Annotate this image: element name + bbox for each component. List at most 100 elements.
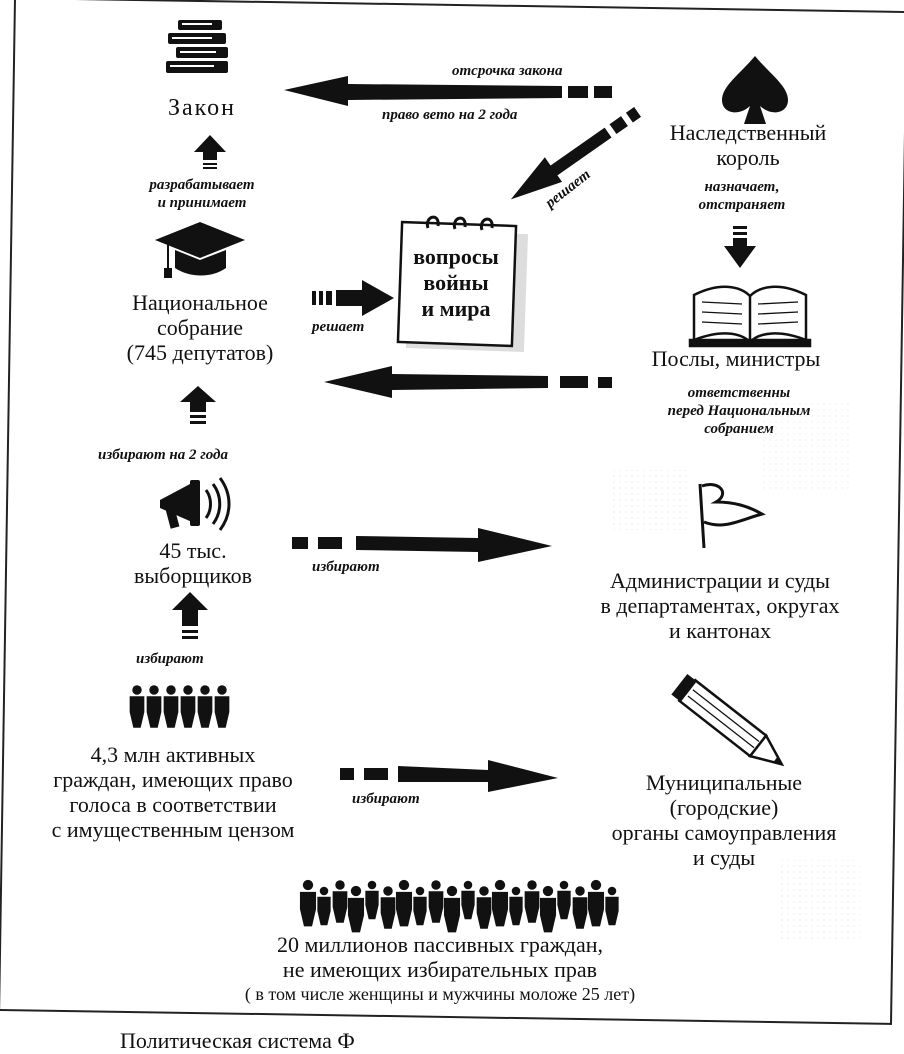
- edge-label-responsible-line: собранием: [704, 421, 774, 437]
- person-figure: [479, 886, 489, 896]
- person-figure: [132, 685, 142, 695]
- node-administrations-line: в департаментах, округах: [600, 593, 840, 618]
- node-passive-citizens: 20 миллионов пассивных граждан, не имеющ…: [170, 932, 710, 1007]
- node-war-peace-line: и мира: [421, 296, 491, 321]
- person-figure: [347, 897, 365, 933]
- edge-label-elect-admin: избирают: [312, 559, 380, 575]
- edge-label-veto: право вето на 2 года: [382, 107, 518, 123]
- diagram-caption: Политическая система Ф: [120, 1028, 355, 1053]
- edge-label-elect-2y: избирают на 2 года: [98, 447, 228, 463]
- books-icon: [166, 20, 228, 73]
- person-figure: [149, 685, 159, 695]
- arrow-assembly-to-law: [194, 135, 226, 169]
- person-figure: [183, 685, 193, 695]
- person-figure: [446, 885, 458, 897]
- person-figure: [163, 696, 179, 728]
- crowd-icon: [299, 879, 619, 933]
- person-figure: [428, 891, 444, 923]
- person-figure: [539, 897, 557, 933]
- edge-label-develops: разрабатывает и принимает: [112, 176, 292, 212]
- node-active-citizens-line: голоса в соответствии: [69, 792, 277, 817]
- arrow-citizens-to-electors: [172, 592, 208, 639]
- person-figure: [557, 890, 571, 920]
- person-figure: [461, 890, 475, 920]
- person-figure: [542, 885, 554, 897]
- person-figure: [443, 897, 461, 933]
- node-king-line: Наследственный: [669, 120, 827, 145]
- person-figure: [607, 886, 617, 896]
- node-assembly-line: Национальное: [132, 290, 268, 315]
- node-municipal-line: органы самоуправления: [611, 820, 837, 845]
- person-figure: [398, 879, 410, 891]
- person-figure: [166, 685, 176, 695]
- person-figure: [590, 879, 602, 891]
- person-figure: [180, 696, 196, 728]
- person-figure: [415, 886, 425, 896]
- edge-label-responsible-line: перед Национальным: [667, 403, 811, 419]
- edge-label-appoints-line: назначает,: [704, 179, 780, 195]
- arrow-ministers-to-assembly: [324, 366, 612, 398]
- person-figure: [494, 879, 506, 891]
- node-assembly-line: собрание: [156, 315, 244, 340]
- edge-label-appoints: назначает, отстраняет: [672, 178, 812, 214]
- node-assembly-line: (745 депутатов): [126, 340, 274, 365]
- arrow-king-to-war-peace: [510, 106, 642, 200]
- flag-icon: [698, 483, 766, 549]
- node-active-citizens-line: 4,3 млн активных: [90, 742, 256, 767]
- arrow-king-to-ministers: [724, 226, 756, 268]
- person-figure: [350, 885, 362, 897]
- person-figure: [431, 880, 441, 890]
- person-figure: [332, 891, 348, 923]
- edge-label-develops-line: и принимает: [157, 195, 247, 211]
- person-figure: [476, 897, 492, 929]
- person-figure: [365, 890, 379, 920]
- node-administrations-line: Администрации и суды: [610, 568, 830, 593]
- graduation-cap-icon: [155, 222, 245, 278]
- node-passive-citizens-line: 20 миллионов пассивных граждан,: [276, 932, 604, 957]
- person-figure: [395, 891, 413, 927]
- spade-icon: [722, 56, 788, 124]
- node-war-peace: вопросы войны и мира: [402, 244, 510, 322]
- pencil-icon: [671, 674, 785, 767]
- person-figure: [214, 696, 230, 728]
- arrow-electors-to-administrations: [292, 528, 552, 562]
- node-active-citizens-line: граждан, имеющих право: [53, 767, 293, 792]
- person-figure: [524, 891, 540, 923]
- node-electors-line: 45 тыс.: [159, 538, 227, 563]
- node-municipal-line: и суды: [692, 845, 756, 870]
- edge-label-delay: отсрочка закона: [452, 63, 563, 79]
- arrow-assembly-to-war-peace: [312, 280, 394, 316]
- node-active-citizens: 4,3 млн активных граждан, имеющих право …: [28, 742, 318, 842]
- person-figure: [200, 685, 210, 695]
- edge-label-responsible: ответственны перед Национальным собрание…: [634, 384, 844, 438]
- node-war-peace-line: войны: [423, 270, 489, 295]
- node-municipal-line: Муниципальные: [645, 770, 803, 795]
- person-figure: [129, 696, 145, 728]
- person-figure: [527, 880, 537, 890]
- node-passive-citizens-line: не имеющих избирательных прав: [282, 957, 598, 982]
- person-figure: [491, 891, 509, 927]
- person-figure: [299, 891, 317, 927]
- node-war-peace-line: вопросы: [413, 244, 499, 269]
- node-municipal-line: (городские): [669, 795, 779, 820]
- person-figure: [509, 896, 523, 926]
- node-ministers: Послы, министры: [651, 346, 821, 371]
- person-figure: [317, 896, 331, 926]
- person-figure: [302, 879, 314, 891]
- node-municipal: Муниципальные (городские) органы самоупр…: [574, 770, 874, 870]
- person-figure: [413, 896, 427, 926]
- edge-label-elect-electors: избирают: [136, 651, 204, 667]
- node-active-citizens-line: с имущественным цензом: [51, 817, 295, 842]
- node-administrations: Администрации и суды в департаментах, ок…: [570, 568, 870, 643]
- arrow-citizens-to-municipal: [340, 760, 558, 792]
- person-figure: [572, 897, 588, 929]
- megaphone-icon: [160, 477, 231, 531]
- edge-label-appoints-line: отстраняет: [698, 197, 786, 213]
- person-figure: [383, 886, 393, 896]
- person-figure: [146, 696, 162, 728]
- people-group-icon: [129, 685, 230, 728]
- person-figure: [319, 886, 329, 896]
- node-law: Закон: [168, 95, 236, 121]
- edge-label-responsible-line: ответственны: [687, 385, 791, 401]
